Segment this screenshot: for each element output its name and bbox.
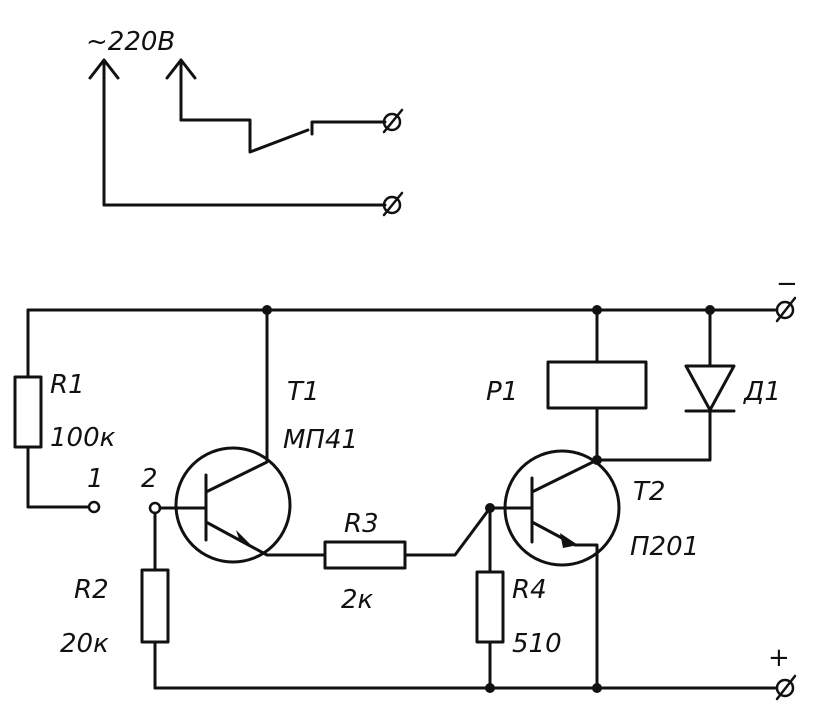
resistor-r2 <box>140 501 207 690</box>
terminal-minus-label: − <box>776 269 798 299</box>
r4-value-label: 510 <box>512 629 562 659</box>
supply-voltage-label: ~220В <box>86 27 175 57</box>
mains-arrow-right <box>165 58 197 122</box>
r2-value-label: 20к <box>60 629 109 659</box>
relay-ref-label: Р1 <box>486 377 518 407</box>
terminal-plus <box>775 674 797 701</box>
transistor-t1 <box>174 305 302 564</box>
mains-switch-section: ~220В <box>86 27 404 217</box>
node-1-terminal <box>87 500 101 514</box>
relay-contact <box>179 118 387 154</box>
terminal-mains-2 <box>382 191 404 217</box>
relay-p1-coil <box>546 305 712 462</box>
resistor-r4 <box>475 503 534 693</box>
r4-ref-label: R4 <box>512 575 547 605</box>
node-2-label: 2 <box>141 464 158 494</box>
t1-ref-label: T1 <box>287 377 319 407</box>
resistor-r1 <box>13 308 101 514</box>
mains-arrow-left <box>88 58 120 207</box>
terminal-mains-1 <box>382 108 404 134</box>
r3-ref-label: R3 <box>344 509 379 539</box>
r1-value-label: 100к <box>50 423 116 453</box>
diode-ref-label: Д1 <box>743 377 781 407</box>
t2-type-label: П201 <box>630 532 699 562</box>
node-1-label: 1 <box>87 464 104 494</box>
t1-type-label: МП41 <box>283 425 358 455</box>
transistor-t2 <box>503 449 621 693</box>
terminal-minus <box>775 296 797 323</box>
r2-ref-label: R2 <box>74 575 109 605</box>
diode-d1 <box>684 305 736 413</box>
r3-value-label: 2к <box>341 585 374 615</box>
r1-ref-label: R1 <box>50 370 85 400</box>
t2-ref-label: T2 <box>633 477 665 507</box>
terminal-plus-label: + <box>768 643 790 673</box>
resistor-r3 <box>298 506 492 570</box>
